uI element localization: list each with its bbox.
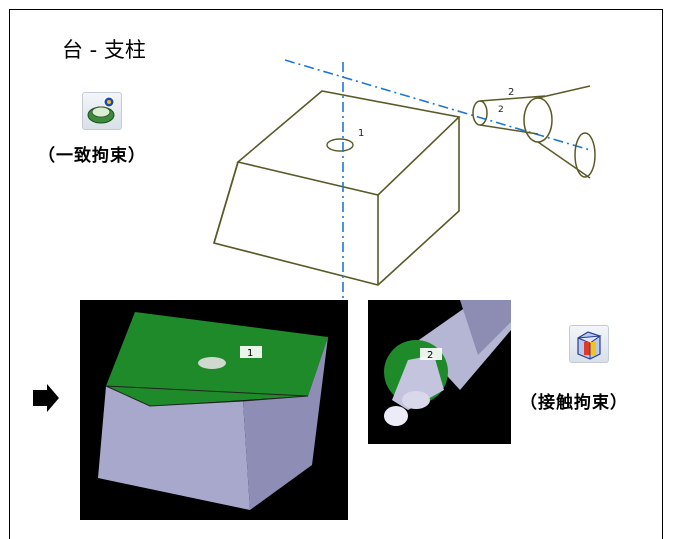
page-title: 台 - 支柱 <box>62 38 146 62</box>
wire-marker-2: 2 <box>508 87 514 98</box>
shaded-shaft-view: 2 <box>368 300 511 444</box>
wireframe-shaft <box>472 85 596 179</box>
wire-marker-2b: 2 <box>498 105 504 115</box>
slide-frame <box>9 9 663 539</box>
shaded-left-tag: 1 <box>247 348 253 359</box>
wireframe-block <box>212 90 461 286</box>
shaded-right-tag: 2 <box>427 350 433 361</box>
shaded-shaft-render: 2 <box>384 300 511 426</box>
coincidence-constraint-button[interactable] <box>82 92 122 130</box>
coincidence-constraint-icon <box>87 96 115 124</box>
wire-marker-1: 1 <box>358 128 364 139</box>
contact-constraint-icon <box>577 331 602 360</box>
contact-constraint-button[interactable] <box>569 325 609 363</box>
contact-constraint-label: （接触拘束） <box>520 393 628 413</box>
coincidence-constraint-label: （一致拘束） <box>38 146 146 166</box>
shaded-block-view: 1 <box>80 300 348 520</box>
wireframe-drawing: 1 2 2 <box>212 59 596 298</box>
block-hole <box>326 138 354 152</box>
right-arrow-icon <box>33 384 59 412</box>
shaded-block-render: 1 <box>98 312 328 510</box>
axis-lines <box>284 59 591 298</box>
